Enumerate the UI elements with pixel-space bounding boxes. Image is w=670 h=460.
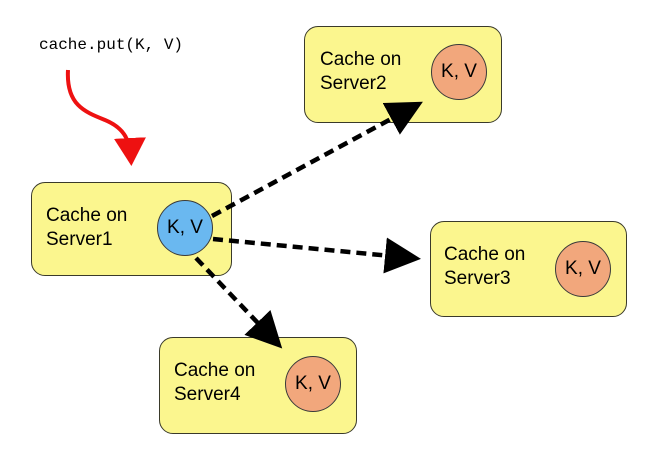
server2-label: Cache on Server2: [320, 49, 402, 94]
server2-kv-entry: K, V: [431, 44, 487, 100]
server3-cache-box: Cache on Server3 K, V: [430, 221, 627, 317]
server3-label: Cache on Server3: [444, 244, 526, 289]
server4-kv-entry: K, V: [285, 356, 341, 412]
replication-arrow-server3: [212, 236, 421, 274]
replication-arrow-server4: [194, 256, 283, 349]
server4-label: Cache on Server4: [174, 360, 256, 405]
server1-kv-entry: K, V: [157, 200, 213, 256]
server3-kv-entry: K, V: [555, 241, 611, 297]
replication-arrow-server2: [210, 101, 423, 218]
call-arrow: [65, 69, 146, 166]
server4-cache-box: Cache on Server4 K, V: [159, 337, 357, 434]
cache-put-call-label: cache.put(K, V): [39, 36, 184, 54]
server1-label: Cache on Server1: [46, 205, 128, 250]
